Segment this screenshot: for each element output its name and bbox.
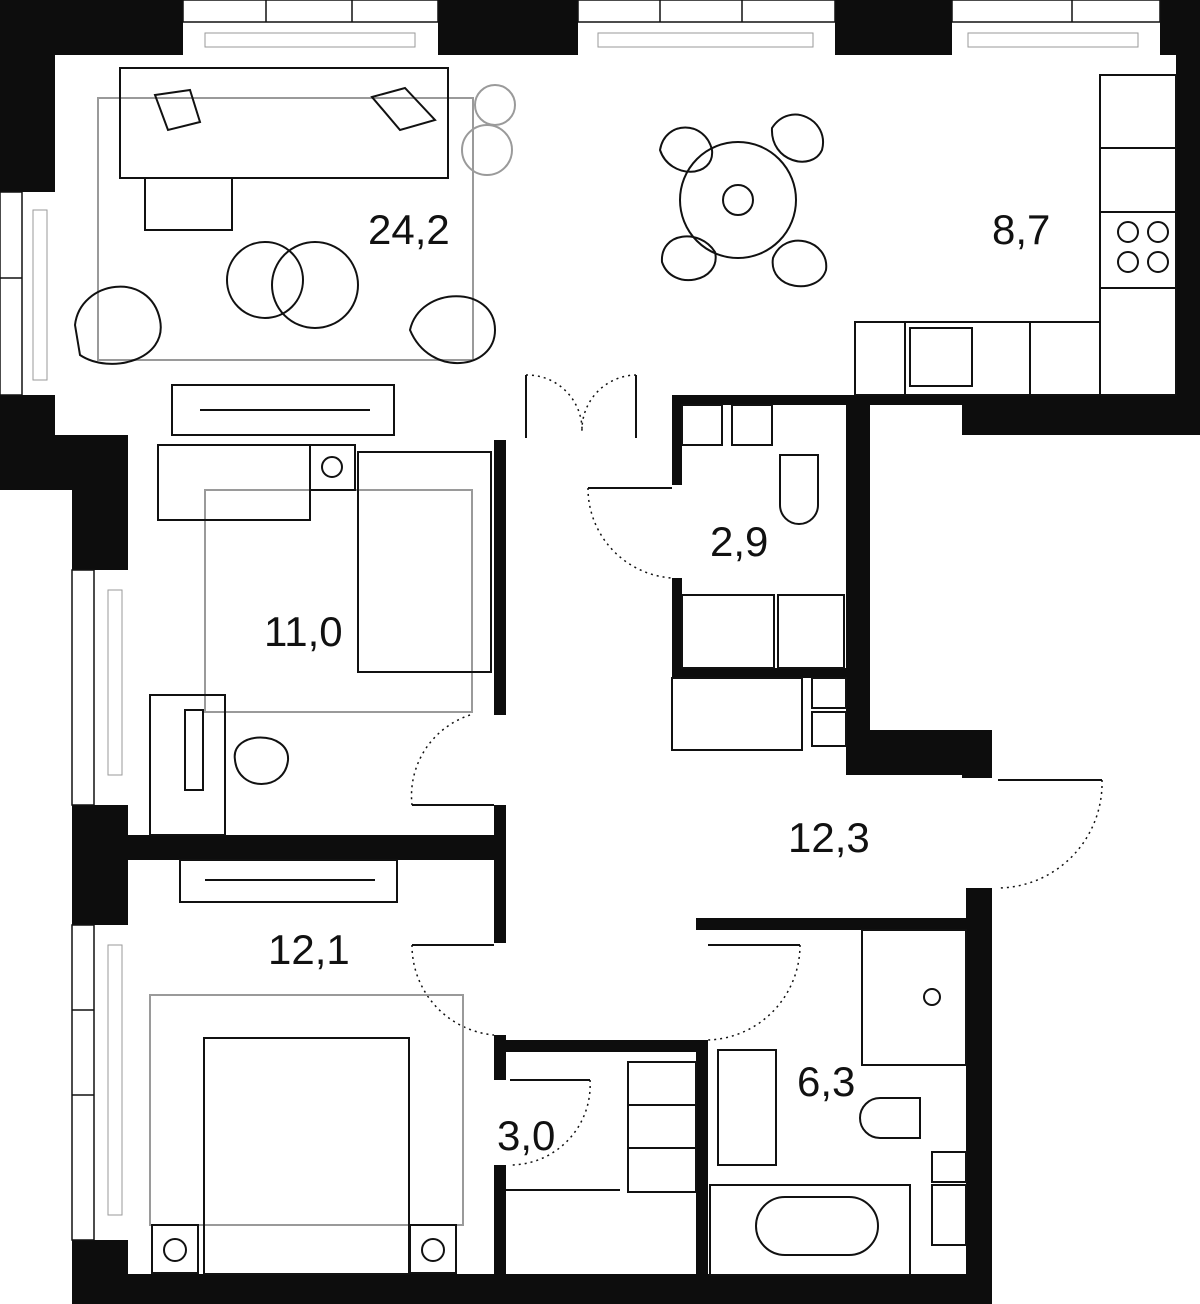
windows (0, 0, 1161, 1241)
room-area-bedroom-2: 12,1 (268, 926, 350, 973)
bathroom-fixtures (709, 929, 967, 1276)
doors (410, 374, 1103, 1191)
room-labels: 24,2 8,7 11,0 2,9 12,3 12,1 3,0 6,3 (264, 206, 1050, 1159)
wardrobe-fixtures (627, 1061, 697, 1193)
kitchen-furniture (658, 74, 1177, 396)
bedroom-2-furniture (149, 859, 464, 1275)
room-area-bedroom-1: 11,0 (264, 608, 343, 655)
room-area-hallway: 12,3 (788, 814, 870, 861)
room-area-kitchen: 8,7 (992, 206, 1050, 253)
room-area-wardrobe: 3,0 (497, 1112, 555, 1159)
bedroom-1-furniture (149, 444, 492, 836)
toilet-room-fixtures (671, 404, 847, 751)
room-area-bathroom: 6,3 (797, 1058, 855, 1105)
room-area-toilet: 2,9 (710, 518, 768, 565)
room-area-living: 24,2 (368, 206, 450, 253)
living-room-furniture (73, 67, 516, 436)
